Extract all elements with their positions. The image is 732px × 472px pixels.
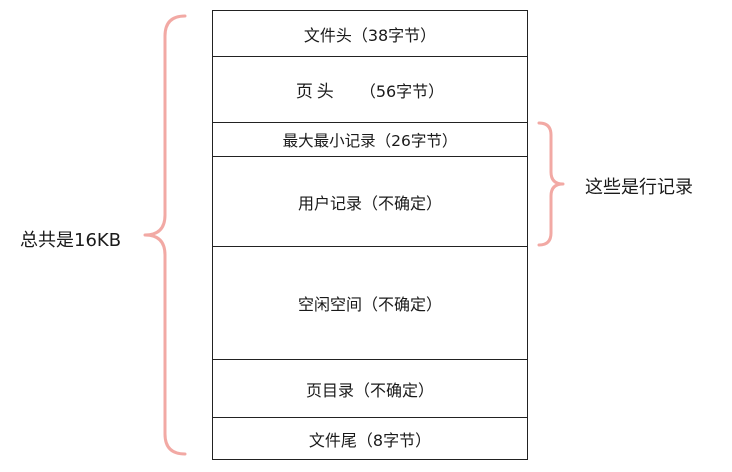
file-trailer-label: 文件尾（8字节） — [308, 430, 432, 450]
page-header-size: （56字节） — [359, 81, 445, 101]
total-size-brace — [143, 14, 187, 456]
page-directory-section: 页目录（不确定） — [213, 360, 527, 418]
total-size-label: 总共是16KB — [20, 230, 122, 251]
row-records-brace — [537, 121, 565, 247]
file-trailer-section: 文件尾（8字节） — [213, 418, 527, 459]
file-header-label: 文件头（38字节） — [303, 25, 437, 45]
page-header-section: 页头 （56字节） — [213, 57, 527, 123]
user-records-section: 用户记录（不确定） — [213, 157, 527, 247]
user-records-label: 用户记录（不确定） — [297, 193, 442, 213]
free-space-label: 空闲空间（不确定） — [297, 295, 442, 314]
infimum-supremum-label: 最大最小记录（26字节） — [282, 131, 458, 150]
page-header-name: 页头 — [295, 82, 338, 102]
file-header-section: 文件头（38字节） — [213, 11, 527, 57]
infimum-supremum-section: 最大最小记录（26字节） — [213, 123, 527, 157]
page-directory-label: 页目录（不确定） — [305, 380, 434, 400]
free-space-section: 空闲空间（不确定） — [213, 247, 527, 360]
page-layout-stack: 文件头（38字节） 页头 （56字节） 最大最小记录（26字节） 用户记录（不确… — [212, 10, 528, 460]
row-records-label: 这些是行记录 — [585, 177, 693, 198]
